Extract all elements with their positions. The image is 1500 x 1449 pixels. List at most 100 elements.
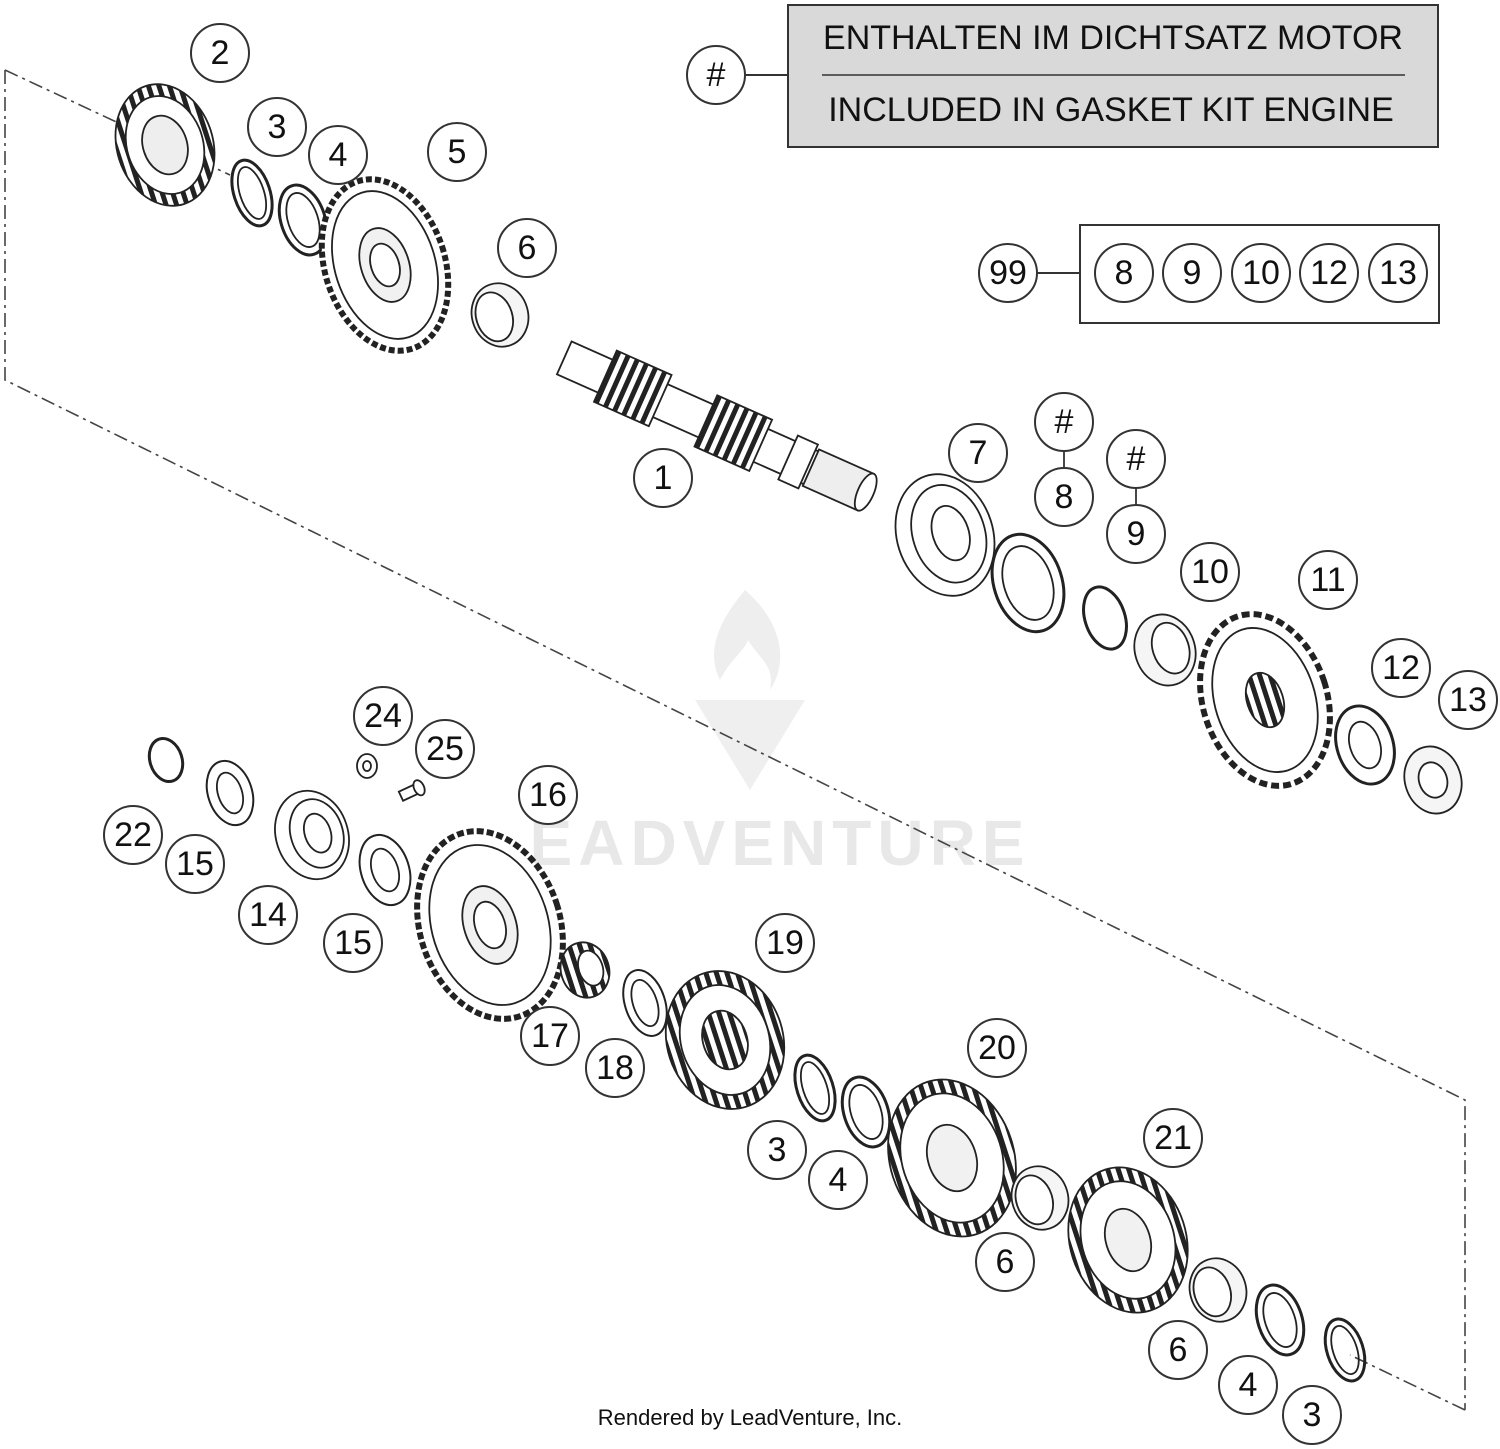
callout-circle [308, 125, 368, 185]
gear-part-19 [664, 970, 786, 1110]
nut-part-13 [1403, 745, 1463, 815]
part-illustrations [114, 83, 1463, 1383]
callout-circle [518, 765, 578, 825]
callout-circle [103, 805, 163, 865]
callout-circle [353, 686, 413, 746]
kit-item: 13 [1379, 254, 1417, 292]
callout-number: 15 [334, 924, 372, 962]
kit-box: 99 8 9 10 12 13 [978, 224, 1440, 324]
callout-5: 1 [633, 448, 693, 508]
legend-symbol: # [707, 56, 726, 94]
gear-part-5 [318, 176, 452, 354]
watermark-logo: EADVENTURE [530, 590, 1031, 879]
callout-number: # [1055, 403, 1074, 441]
gear-part-16 [414, 828, 566, 1022]
circlip-part-22 [147, 737, 185, 783]
bushing-part-6 [470, 282, 530, 348]
legend-box: ENTHALTEN IM DICHTSATZ MOTOR INCLUDED IN… [686, 4, 1439, 148]
callout-circle [1034, 392, 1094, 452]
callout-19: 14 [238, 885, 298, 945]
sleeve-part-10 [1133, 613, 1197, 687]
callout-20: 15 [323, 913, 383, 973]
callout-22: 19 [755, 913, 815, 973]
callout-circle [1298, 550, 1358, 610]
callout-28: 21 [1143, 1108, 1203, 1168]
gear-part-2 [114, 83, 216, 207]
callout-23: 17 [520, 1006, 580, 1066]
callout-30: 6 [1148, 1320, 1208, 1380]
callout-circle [747, 1120, 807, 1180]
legend-text-de: ENTHALTEN IM DICHTSATZ MOTOR [823, 19, 1403, 57]
legend-text-en: INCLUDED IN GASKET KIT ENGINE [828, 91, 1394, 129]
callout-14: 13 [1438, 670, 1498, 730]
callout-number: 9 [1127, 515, 1146, 553]
callout-circle [585, 1038, 645, 1098]
callout-29: 6 [975, 1232, 1035, 1292]
watermark-text: EADVENTURE [530, 807, 1031, 879]
callout-circle [1148, 1320, 1208, 1380]
callout-27: 4 [808, 1150, 868, 1210]
callout-1: 3 [247, 97, 307, 157]
washer-part-24 [356, 753, 378, 779]
callout-10: 9 [1106, 504, 1166, 564]
bearing-part-7 [894, 473, 996, 597]
ring-part-3 [230, 158, 274, 228]
callout-13: 12 [1371, 638, 1431, 698]
callout-16: 25 [415, 719, 475, 779]
kit-item: 12 [1310, 254, 1348, 292]
ring-part-3c [1323, 1317, 1367, 1383]
washer-part-4b [840, 1075, 892, 1149]
kit-item: 8 [1115, 254, 1134, 292]
callout-6: 7 [948, 423, 1008, 483]
callout-number: 21 [1154, 1119, 1192, 1157]
callout-number: 16 [529, 776, 567, 814]
callout-3: 5 [427, 122, 487, 182]
callout-circle [520, 1006, 580, 1066]
callout-circle [1282, 1385, 1342, 1445]
callout-number: 15 [176, 845, 214, 883]
ring-part-3b [793, 1053, 837, 1123]
callout-12: 11 [1298, 550, 1358, 610]
callout-number: 25 [426, 730, 464, 768]
callout-number: 5 [448, 133, 467, 171]
callout-number: 3 [1303, 1396, 1322, 1434]
needle-bearing-part-17 [559, 941, 611, 999]
bearing-part-14 [274, 789, 350, 881]
callout-21: 16 [518, 765, 578, 825]
callout-number: 17 [531, 1017, 569, 1055]
callout-circle [1106, 429, 1166, 489]
callout-number: 2 [211, 34, 230, 72]
footer-credit: Rendered by LeadVenture, Inc. [598, 1405, 903, 1430]
oring-part-9 [1082, 585, 1128, 651]
callout-4: 6 [497, 218, 557, 278]
callout-circle [1143, 1108, 1203, 1168]
callout-number: 12 [1382, 649, 1420, 687]
screw-part-25 [397, 779, 426, 802]
washer-part-18 [622, 969, 668, 1037]
callout-circle [1034, 467, 1094, 527]
callout-circle [323, 913, 383, 973]
washer-part-4 [277, 183, 329, 257]
callout-circle [427, 122, 487, 182]
callout-8: 8 [1034, 467, 1094, 527]
callout-number: 10 [1191, 553, 1229, 591]
callout-circle [1106, 504, 1166, 564]
callout-25: 20 [967, 1018, 1027, 1078]
callout-circle [1438, 670, 1498, 730]
callout-number: 24 [364, 697, 402, 735]
callout-circle [975, 1232, 1035, 1292]
callout-number: 8 [1055, 478, 1074, 516]
callout-circle [1180, 542, 1240, 602]
callout-number: 22 [114, 816, 152, 854]
callout-number: 3 [768, 1131, 787, 1169]
callout-number: 6 [996, 1243, 1015, 1281]
callout-number: 7 [969, 434, 988, 472]
callout-11: 10 [1180, 542, 1240, 602]
lockwasher-part-12 [1334, 704, 1396, 786]
callout-number: 4 [829, 1161, 848, 1199]
callout-number: 4 [329, 136, 348, 174]
callout-number: 20 [978, 1029, 1016, 1067]
washer-part-15b [358, 833, 412, 907]
